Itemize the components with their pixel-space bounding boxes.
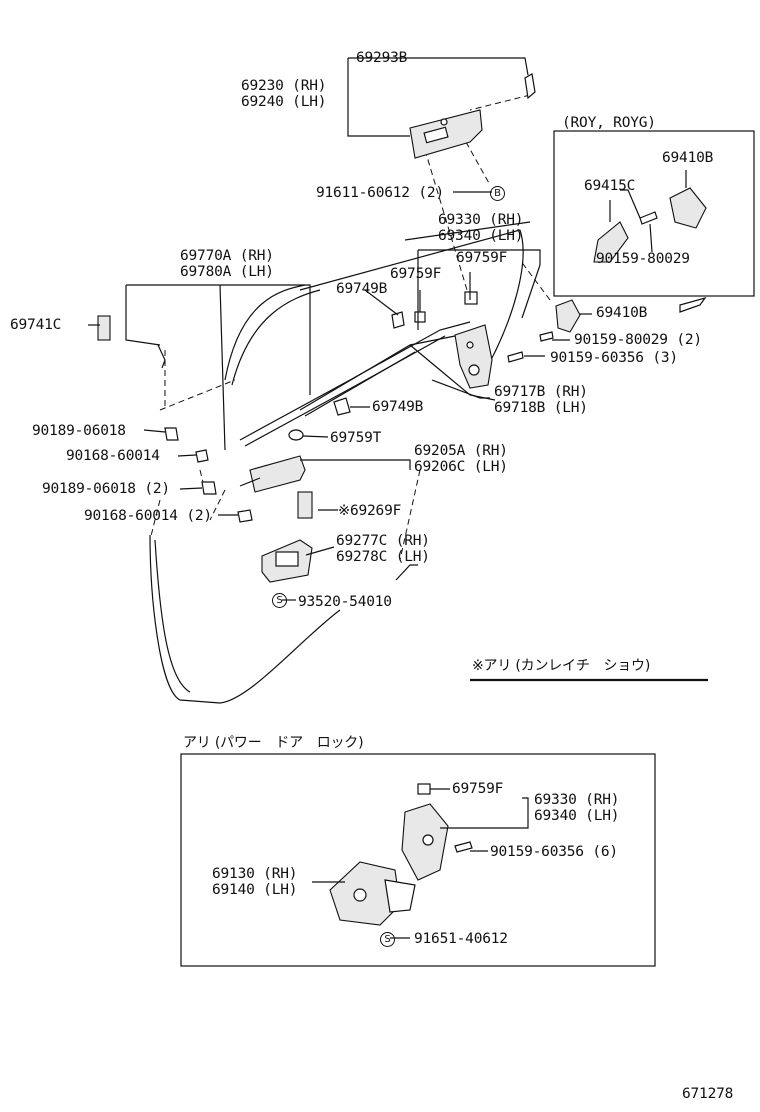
note-power-door-lock: アリ (パワー ドア ロック) (183, 735, 364, 751)
label-69140: 69140 (LH) (212, 882, 298, 898)
part-69749B-a (391, 311, 405, 329)
label-69759F-b: 69759F (456, 250, 508, 266)
label-69749B-a: 69749B (336, 281, 388, 297)
note-kanreichi: ※アリ (カンレイチ ショウ) (472, 658, 651, 674)
label-90189-06018-a: 90189-06018 (32, 423, 126, 439)
label-90159-80029-a: 90159-80029 (596, 251, 690, 267)
part-69759F-c (417, 783, 431, 795)
label-69230: 69230 (RH) (241, 78, 327, 94)
power-lock-inset-box (180, 753, 656, 967)
label-90189-06018-b: 90189-06018 (2) (42, 481, 170, 497)
label-69330-a: 69330 (RH) (438, 212, 524, 228)
label-69717B: 69717B (RH) (494, 384, 588, 400)
label-90168-60014-b: 90168-60014 (2) (84, 508, 212, 524)
label-69130: 69130 (RH) (212, 866, 298, 882)
screw-90159-80029 (539, 331, 554, 342)
label-90168-60014-a: 90168-60014 (66, 448, 160, 464)
part-69269F (297, 491, 313, 519)
roy-inset-box (553, 130, 755, 297)
label-69770A: 69770A (RH) (180, 248, 274, 264)
part-69759T (288, 429, 304, 441)
label-69759F-c: 69759F (452, 781, 504, 797)
label-69410B-a: 69410B (662, 150, 714, 166)
marker-b: B (490, 186, 505, 201)
label-69718B: 69718B (LH) (494, 400, 588, 416)
label-69780A: 69780A (LH) (180, 264, 274, 280)
label-90159-60356-b: 90159-60356 (6) (490, 844, 618, 860)
label-90159-60356-a: 90159-60356 (3) (550, 350, 678, 366)
door-outline (149, 534, 341, 704)
label-69206C: 69206C (LH) (414, 459, 508, 475)
label-69278C: 69278C (LH) (336, 549, 430, 565)
marker-s1: S (272, 593, 287, 608)
label-69415C: 69415C (584, 178, 636, 194)
part-90168-a (195, 449, 209, 463)
label-69205A: 69205A (RH) (414, 443, 508, 459)
label-69410B-b: 69410B (596, 305, 648, 321)
part-90189-b (201, 481, 217, 495)
label-69293B: 69293B (356, 50, 408, 66)
label-93520-54010: 93520-54010 (298, 594, 392, 610)
part-90168-b (237, 509, 253, 523)
part-69415C (593, 221, 629, 263)
label-69277C: 69277C (RH) (336, 533, 430, 549)
part-69410B-a (669, 187, 707, 229)
label-roy-royg: (ROY, ROYG) (562, 115, 656, 131)
label-69759T: 69759T (330, 430, 382, 446)
screw-90159-60356 (507, 351, 524, 363)
part-69410B-b (555, 299, 581, 333)
rod-69717B (239, 321, 471, 441)
diagram-code: 671278 (682, 1086, 734, 1102)
part-69205A-handle (249, 455, 306, 493)
label-69340-b: 69340 (LH) (534, 808, 620, 824)
label-69759F-a: 69759F (390, 266, 442, 282)
label-69340-a: 69340 (LH) (438, 228, 524, 244)
label-69330-b: 69330 (RH) (534, 792, 620, 808)
label-69741C: 69741C (10, 317, 62, 333)
part-90189-a (164, 427, 179, 441)
label-91651-40612: 91651-40612 (414, 931, 508, 947)
label-69240: 69240 (LH) (241, 94, 327, 110)
part-69293B-clip (524, 73, 536, 100)
label-91611-60612: 91611-60612 (2) (316, 185, 444, 201)
part-69759F-a (414, 311, 426, 323)
part-69759F-b (464, 291, 478, 305)
part-69741C (97, 315, 111, 341)
label-90159-80029-b: 90159-80029 (2) (574, 332, 702, 348)
label-69269F: ※69269F (338, 503, 402, 519)
label-69749B-b: 69749B (372, 399, 424, 415)
part-69749B-b (333, 397, 351, 416)
marker-s2: S (380, 932, 395, 947)
part-69717B-lock (454, 324, 493, 389)
